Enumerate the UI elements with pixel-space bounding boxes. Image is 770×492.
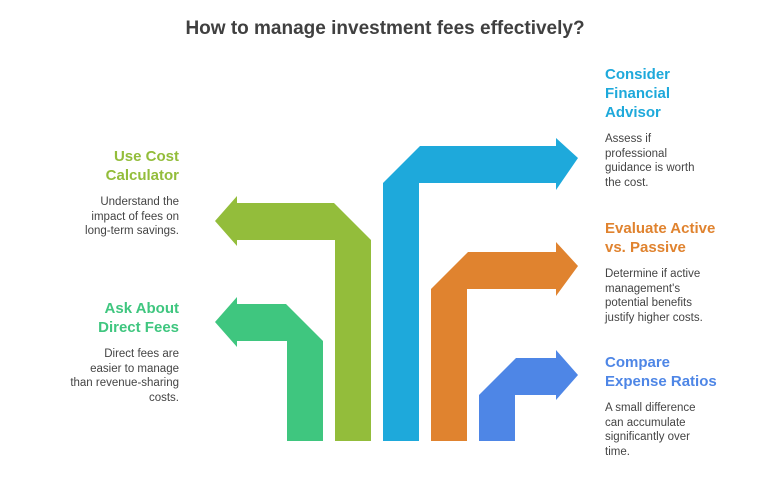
financial-advisor-arrow (383, 138, 578, 441)
active-passive-arrow (431, 242, 578, 441)
direct-fees-description: Direct fees are easier to manage than re… (70, 348, 179, 404)
direct-fees-arrow-shape (215, 297, 323, 441)
financial-advisor-heading: Consider Financial Advisor (605, 66, 671, 121)
item-cost-calculator: Use Cost Calculator Understand the impac… (60, 147, 179, 239)
expense-ratios-arrow (479, 350, 578, 441)
active-passive-arrow-shape (431, 242, 578, 441)
cost-calculator-heading: Use Cost Calculator (105, 148, 179, 184)
page-title: How to manage investment fees effectivel… (185, 18, 585, 39)
direct-fees-arrow (215, 297, 323, 441)
item-ask-direct-fees: Ask About Direct Fees Direct fees are ea… (60, 299, 179, 405)
financial-advisor-arrow-shape (383, 138, 578, 441)
item-financial-advisor: Consider Financial Advisor Assess if pro… (605, 65, 715, 190)
expense-ratios-arrow-shape (479, 350, 578, 441)
cost-calculator-description: Understand the impact of fees on long-te… (85, 196, 179, 237)
cost-calculator-arrow (215, 196, 371, 441)
financial-advisor-description: Assess if professional guidance is worth… (605, 133, 695, 189)
expense-ratios-heading: Compare Expense Ratios (605, 354, 717, 390)
expense-ratios-description: A small difference can accumulate signif… (605, 402, 696, 458)
active-passive-heading: Evaluate Active vs. Passive (605, 220, 716, 256)
item-active-passive: Evaluate Active vs. Passive Determine if… (605, 219, 723, 325)
direct-fees-heading: Ask About Direct Fees (98, 300, 179, 336)
active-passive-description: Determine if active management's potenti… (605, 268, 703, 324)
cost-calculator-arrow-shape (215, 196, 371, 441)
item-expense-ratios: Compare Expense Ratios A small differenc… (605, 353, 723, 459)
